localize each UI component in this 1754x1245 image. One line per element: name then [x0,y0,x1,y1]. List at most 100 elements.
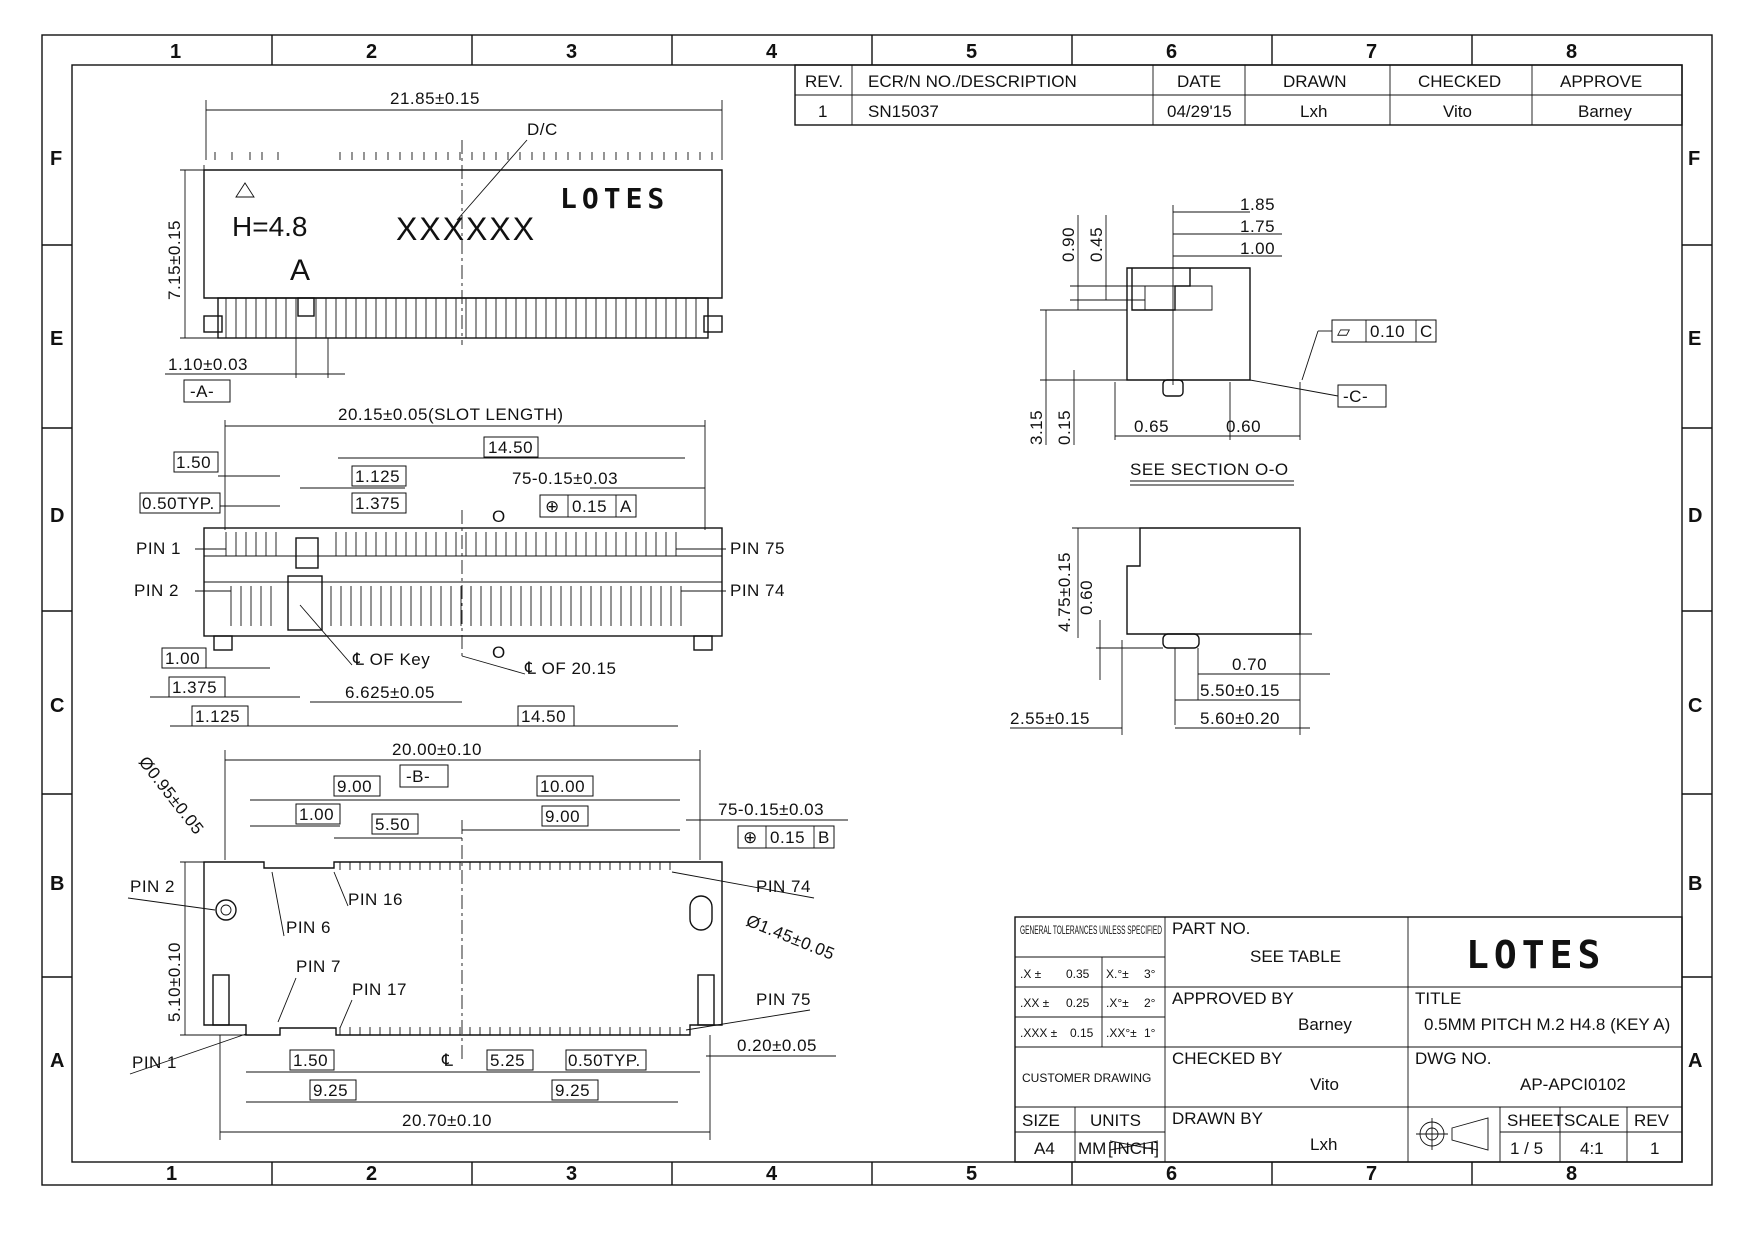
zone-top-8: 8 [1566,41,1577,63]
top-view: 21.85±0.15 H=4.8 A XXXXXX LOTES D/C 7.15… [165,89,723,403]
sheet-value: 1 / 5 [1510,1139,1543,1158]
fp-position-datum: B [818,828,830,847]
dwg-no-label: DWG NO. [1415,1049,1492,1068]
tol-row3-angle-value: 1° [1144,1026,1156,1040]
zone-left-B: B [50,873,64,895]
side-dim-4-75: 4.75±0.15 [1055,552,1074,632]
part-no: SEE TABLE [1250,947,1341,966]
units-mm: MM [1078,1139,1106,1158]
rev-header-approve: APPROVE [1560,72,1642,91]
fp-height-dim: 5.10±0.10 [165,942,184,1022]
outer-border [41,34,1713,1186]
fp-slot-dia: Ø1.45±0.05 [744,911,838,964]
side-dim-0-70: 0.70 [1232,655,1267,674]
rev-value: 1 [1650,1139,1659,1158]
fp-centerline: ℄ [441,1051,453,1070]
footprint-view: 20.00±0.10 -B- 9.00 10.00 1.00 5.50 9.00… [127,740,848,1140]
zone-bottom-4: 4 [766,1163,778,1185]
front-position-symbol: ⊕ [545,497,560,516]
revision-table: REV. ECR/N NO./DESCRIPTION DATE DRAWN CH… [794,64,1683,126]
side-dim-5-50: 5.50±0.15 [1200,681,1280,700]
fp-pin-16: PIN 16 [348,890,403,909]
datecode-label: D/C [527,120,558,139]
rev-label: REV [1634,1111,1670,1130]
fp-dim-5-50: 5.50 [375,815,410,834]
fp-dim-9-00-b: 9.00 [545,807,580,826]
fp-hole-icon [215,899,237,921]
tol-heading: GENERAL TOLERANCES UNLESS SPECIFIED [1020,923,1162,937]
fp-pad-ticks [339,862,681,1035]
fp-hole-dia: Ø0.95±0.05 [135,753,208,839]
zone-bottom-3: 3 [566,1163,577,1185]
rev-row-checked: Vito [1443,102,1472,121]
fp-dim-10-00: 10.00 [540,777,585,796]
tol-row1-label: .X ± [1020,967,1042,981]
tol-row3-label: .XXX ± [1020,1026,1058,1040]
rev-header-date: DATE [1177,72,1221,91]
tol-row2-value: 0.25 [1066,996,1090,1010]
fp-pin-6: PIN 6 [286,918,331,937]
sec-dim-0-15: 0.15 [1055,410,1074,445]
fp-pin-75: PIN 75 [756,990,811,1009]
sec-dim-0-45: 0.45 [1087,227,1106,262]
sec-dim-0-90: 0.90 [1059,227,1078,262]
height-mark: H=4.8 [232,211,308,242]
title-brand: LOTES [1466,933,1605,977]
fp-pin-7: PIN 7 [296,957,341,976]
front-dim-1-375-bottom: 1.375 [172,678,217,697]
sec-dim-0-60: 0.60 [1226,417,1261,436]
projection-symbol-icon [1416,1117,1489,1151]
drawn-by: Lxh [1310,1135,1337,1154]
cl-of-key: ℄ OF Key [352,650,430,669]
side-view: 4.75±0.15 0.60 0.70 5.50±0.15 2.55±0.15 … [1010,527,1330,735]
front-view: 20.15±0.05(SLOT LENGTH) 14.50 1.50 1.125… [134,405,785,727]
front-dim-6-625: 6.625±0.05 [345,683,435,702]
front-contacts [225,532,682,626]
units-inch: [INCH] [1108,1139,1159,1158]
zone-left-C: C [50,695,64,717]
fp-dim-1-50: 1.50 [293,1051,328,1070]
zone-right-A: A [1688,1050,1702,1072]
fp-position-value: 0.15 [770,828,805,847]
fp-dim-5-25: 5.25 [490,1051,525,1070]
zone-right-C: C [1688,695,1702,717]
zone-right-B: B [1688,873,1702,895]
flatness-datum: C [1420,322,1433,341]
top-width-dim: 21.85±0.15 [390,89,480,108]
fp-position-symbol: ⊕ [743,828,758,847]
zone-right-D: D [1688,505,1702,527]
approved-label: APPROVED BY [1172,989,1294,1008]
part-no-label: PART NO. [1172,919,1250,938]
fp-pin-2: PIN 2 [130,877,175,896]
zone-bottom-6: 6 [1166,1163,1177,1185]
zone-top-6: 6 [1166,41,1177,63]
checked-by: Vito [1310,1075,1339,1094]
rev-row-date: 04/29'15 [1167,102,1232,121]
fp-dim-9-00-a: 9.00 [337,777,372,796]
units-label: UNITS [1090,1111,1141,1130]
flatness-symbol: ▱ [1337,322,1351,341]
rev-header-drawn: DRAWN [1283,72,1347,91]
checked-label: CHECKED BY [1172,1049,1283,1068]
fp-dim-9-25-b: 9.25 [555,1081,590,1100]
title-label: TITLE [1415,989,1461,1008]
zone-top-4: 4 [766,41,778,63]
zone-left-E: E [50,328,63,350]
zone-top-7: 7 [1366,41,1377,63]
tol-row2-angle-label: .X°± [1106,996,1129,1010]
sec-dim-1-85: 1.85 [1240,195,1275,214]
tol-row2-angle-value: 2° [1144,996,1156,1010]
zone-left-D: D [50,505,64,527]
zone-top-5: 5 [966,41,977,63]
front-pin-74: PIN 74 [730,581,785,600]
tol-row2-label: .XX ± [1020,996,1050,1010]
scale-value: 4:1 [1580,1139,1604,1158]
front-pin-1: PIN 1 [136,539,181,558]
zone-left-A: A [50,1050,64,1072]
tol-row3-angle-label: .XX°± [1106,1026,1137,1040]
fp-pin-17: PIN 17 [352,980,407,999]
front-dim-1-375: 1.375 [355,494,400,513]
datum-b: -B- [406,767,430,786]
zone-ticks [42,35,1712,1185]
